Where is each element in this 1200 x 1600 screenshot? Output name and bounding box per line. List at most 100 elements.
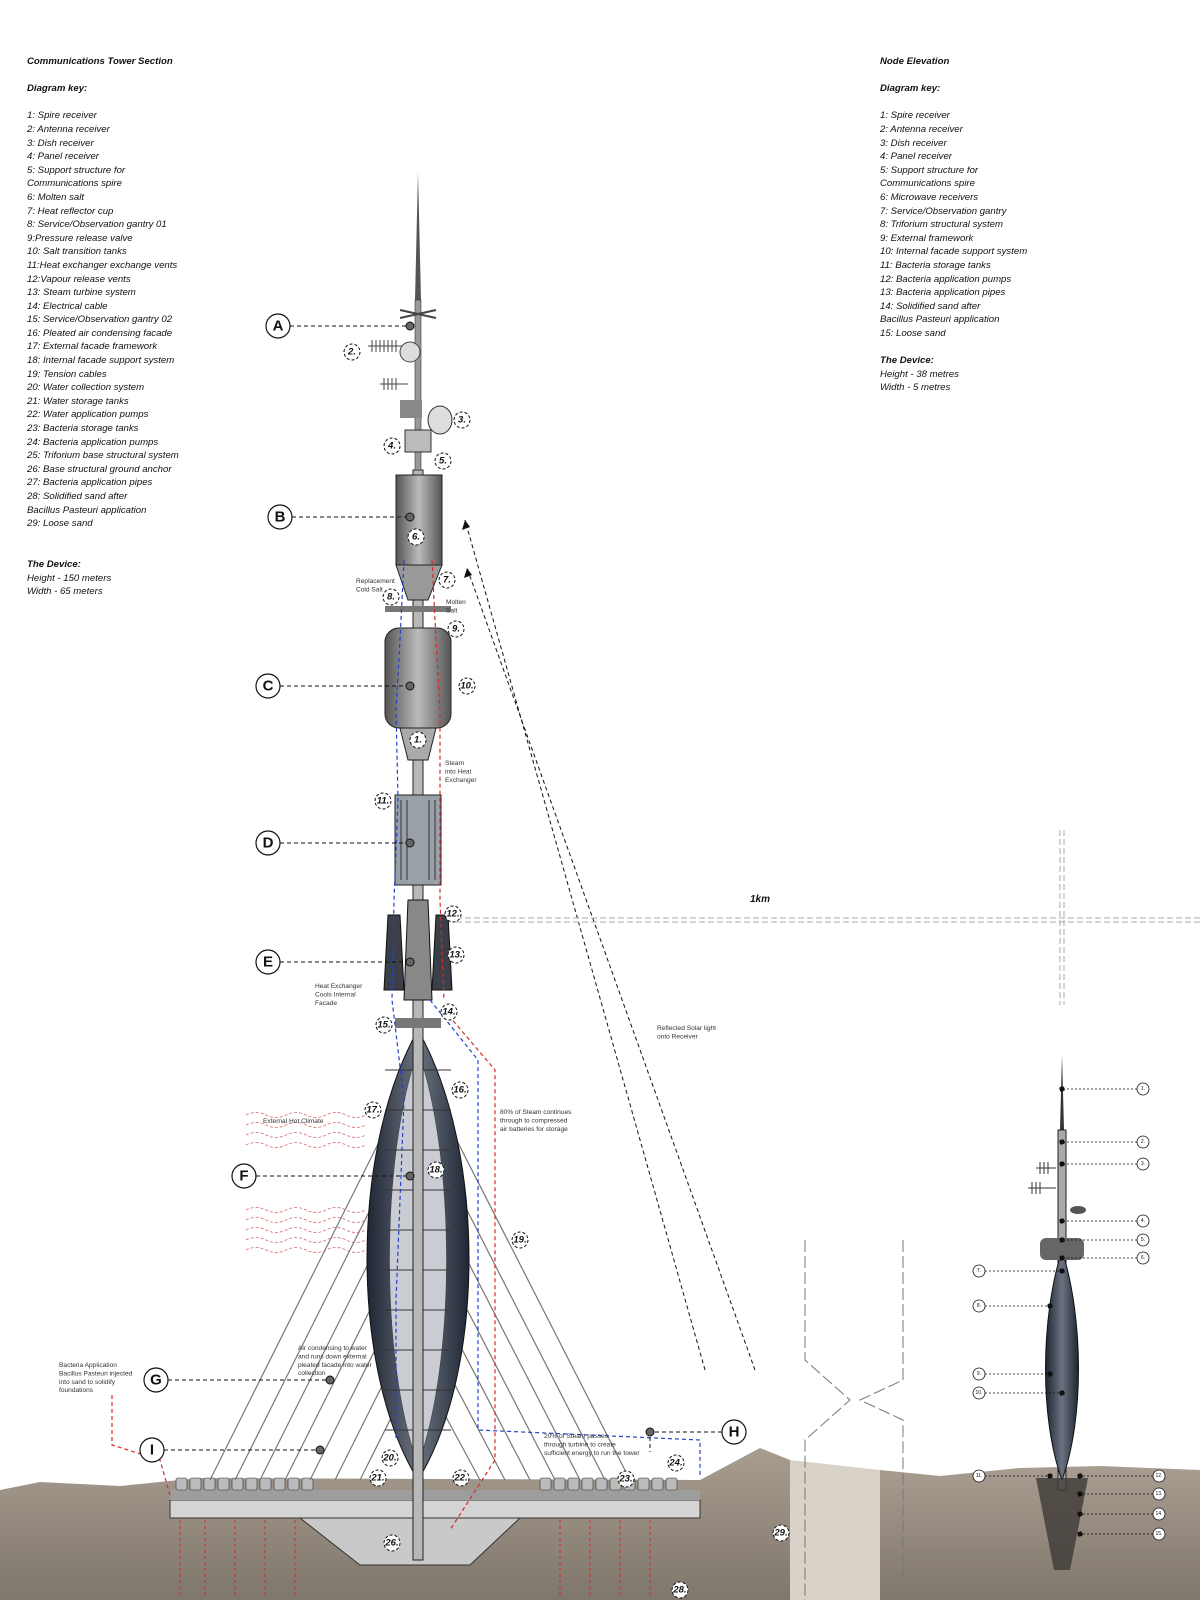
section-letter-circle [139,1437,165,1463]
gantry-01 [385,606,451,612]
solar-ray-2 [466,567,756,1371]
node-tag: 10. [976,1390,983,1396]
node-leader-dot [1059,1268,1065,1274]
leader-dot [405,681,415,691]
node-key-item: 6: Microwave receivers [880,191,979,203]
section-key-item: 17: External facade framework [27,341,158,353]
heat-wave [245,1207,367,1213]
number-tag-circle [374,792,392,810]
molten-salt-tank [395,474,443,566]
section-letter-circle [255,673,281,699]
node-key-heading: Diagram key: [880,83,941,95]
number-tag: 1. [414,735,422,746]
section-key-item: 16: Pleated air condensing facade [27,327,173,339]
node-key-item: 4: Panel receiver [880,151,952,163]
annotation-steam-80: 80% of Steam continues [500,1109,572,1116]
node-device-heading: The Device: [880,355,934,367]
section-letter-circle [265,313,291,339]
node-leader-dot [1059,1086,1065,1092]
node-key-item: 13: Bacteria application pipes [880,287,1006,299]
leader-dot [405,512,415,522]
section-key-item: 11:Heat exchanger exchange vents [27,259,178,271]
section-key: Communications Tower Section Diagram key… [27,55,179,599]
base-tank [567,1477,580,1491]
section-key-item: 21: Water storage tanks [27,395,129,407]
section-key-item: 7: Heat reflector cup [27,205,114,217]
node-leader-dot [1059,1390,1065,1396]
node-leader-dot [1077,1473,1083,1479]
node-tag: 9. [977,1371,981,1377]
section-key-item: 15: Service/Observation gantry 02 [27,314,173,326]
tension-cable [425,1079,631,1481]
tension-cable [209,1079,411,1481]
number-tag-circle [383,1534,401,1552]
annotation-steam-into-heat-exchanger: Exchanger [445,777,477,784]
base-tank [203,1477,216,1491]
annotation-bacteria-application: foundations [59,1387,94,1394]
number-tag-circle [617,1470,635,1488]
number-tag-circle [444,905,462,923]
node-tag-circle [1136,1082,1150,1096]
cold-pipe [391,559,405,1440]
section-letter-circle [721,1419,747,1445]
number-tag-circle [453,411,471,429]
number-tag: 3. [458,415,466,426]
node-key-item: 5: Support structure for [880,164,979,176]
node-tag: 6. [1141,1255,1145,1261]
node-tag: 4. [1141,1218,1145,1224]
section-letter: D [263,835,274,852]
base-tank [595,1477,608,1491]
section-key-item: 6: Molten salt [27,191,85,203]
number-tag-circle [382,588,400,606]
node-tag-circle [1152,1487,1166,1501]
section-key-item: 8: Service/Observation gantry 01 [27,219,167,231]
node-tag-circle [1136,1214,1150,1228]
section-letter: C [263,678,274,695]
solar-ray-1 [464,519,706,1371]
number-tag-circle [667,1454,685,1472]
section-device-height: Height - 150 meters [27,572,112,584]
number-tag-circle [772,1524,790,1542]
section-key-item: 13: Steam turbine system [27,287,136,299]
annotation-heat-exchanger-cools: Cools Internal [315,991,356,998]
number-tag: 24. [668,1458,682,1469]
distance-label: 1km [750,894,770,905]
annotation-bacteria-application: Bacillus Pasteuri injected [59,1370,133,1377]
section-key-item: 26: Base structural ground anchor [27,463,172,475]
annotation-molten-salt: Molten [446,599,466,606]
node-tag-circle [1136,1135,1150,1149]
base-tank [231,1477,244,1491]
number-tag: 17. [366,1105,379,1116]
node-tag: 13. [1156,1491,1163,1497]
section-letter-circle [143,1367,169,1393]
node-leader-dot [1077,1531,1083,1537]
annotation-molten-salt: Salt [446,607,458,614]
annotation-replacement-cold-salt: Replacement [356,578,395,585]
number-tag: 7. [443,575,451,586]
base-platform [169,1499,701,1519]
number-tag: 28. [672,1585,686,1596]
node-tag-circle [1136,1251,1150,1265]
node-tag: 8. [977,1303,981,1309]
base-tank [651,1477,664,1491]
bacteria-pipes [179,1520,651,1595]
base-tank [553,1477,566,1491]
break-line-1 [804,1240,851,1600]
annotation-air-condensing: collection [298,1370,326,1377]
break-line-2 [858,1240,904,1600]
node-leader-dot [1047,1303,1053,1309]
annotation-steam-into-heat-exchanger: into Heat [445,768,472,775]
section-key-item: 3: Dish receiver [27,137,94,149]
node-tags: 1.2.3.4.5.6.7.8.9.10.11.12.13.14.15. [972,1082,1166,1541]
number-tag: 23. [618,1474,632,1485]
number-tag: 21. [370,1473,384,1484]
number-tag-circle [427,1161,445,1179]
gantry-02 [395,1018,441,1028]
heat-exchanger [394,794,442,886]
node-key-item: 10: Internal facade support system [880,246,1028,258]
node-tag: 12. [1156,1473,1163,1479]
section-title: Communications Tower Section [27,56,173,67]
annotation-steam-20: sufficient energy to run the tower [544,1450,640,1457]
node-key-item: 14: Solidified sand after [880,300,981,312]
section-key-item: 24: Bacteria application pumps [27,436,159,448]
